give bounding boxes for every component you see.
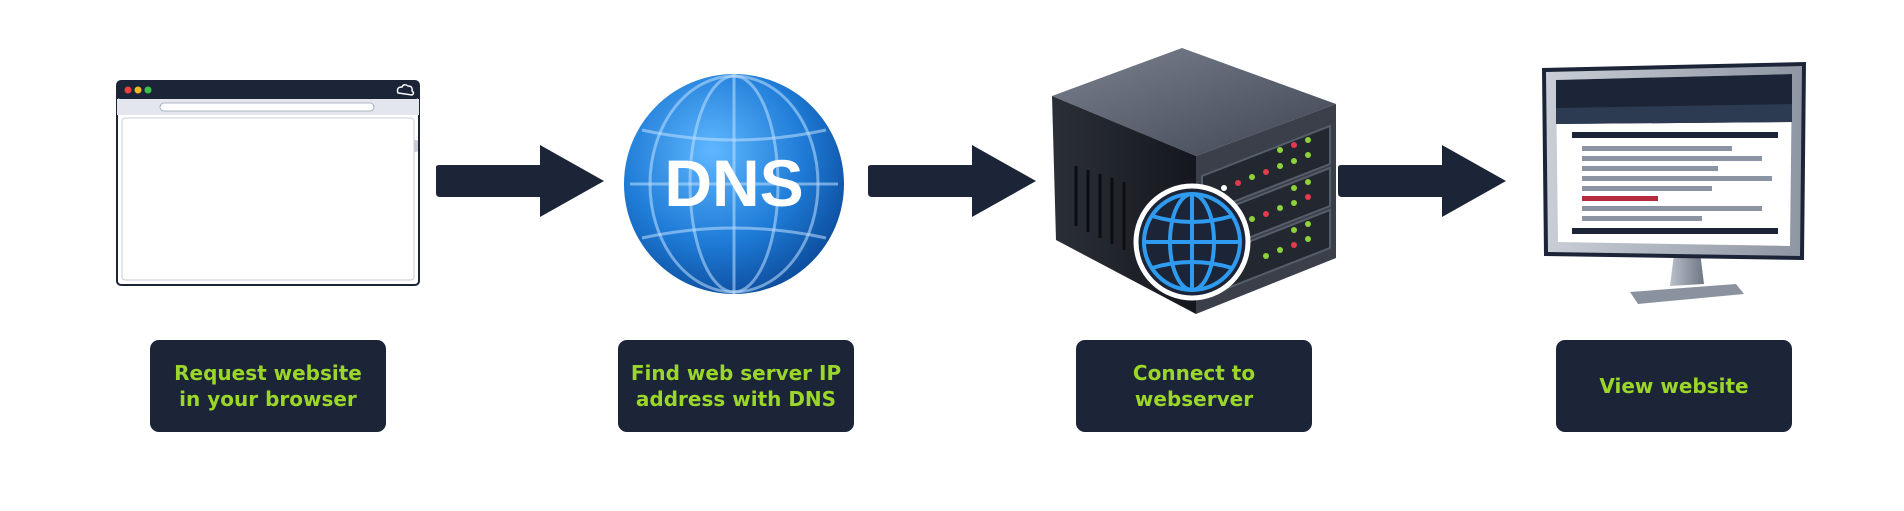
dns-badge-text: DNS — [664, 146, 803, 220]
step-label-dns: Find web server IP address with DNS — [618, 340, 854, 432]
browser-window-icon — [116, 80, 420, 286]
step-label-view: View website — [1556, 340, 1792, 432]
step-label-text: Request website in your browser — [174, 361, 362, 411]
step-label-text: Connect to webserver — [1132, 361, 1256, 411]
step-label-connect: Connect to webserver — [1076, 340, 1312, 432]
step-label-request: Request website in your browser — [150, 340, 386, 432]
step-label-text: View website — [1599, 374, 1749, 398]
arrow-right-icon — [436, 145, 604, 217]
globe-icon — [1133, 183, 1251, 301]
arrow-right-icon — [1338, 145, 1506, 217]
step-label-text: Find web server IP address with DNS — [630, 361, 842, 411]
server-icon — [1052, 48, 1336, 314]
monitor-icon — [1542, 62, 1806, 304]
dns-globe-icon: DNS — [624, 74, 844, 294]
arrow-right-icon — [868, 145, 1036, 217]
